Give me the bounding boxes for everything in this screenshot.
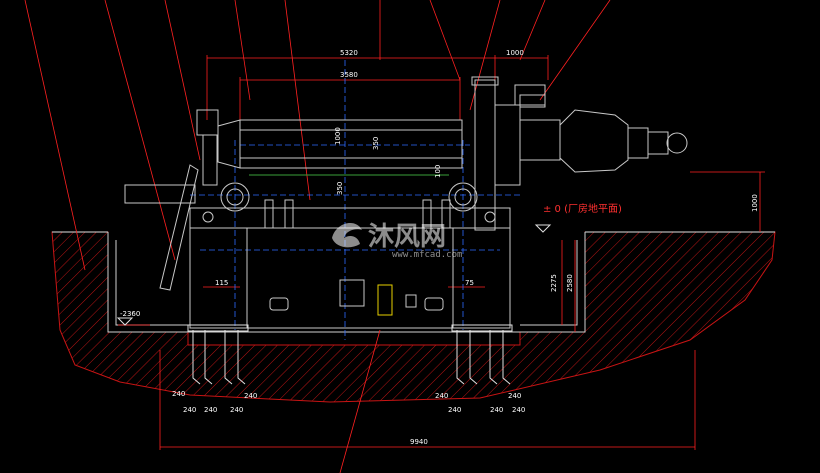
pit-outline bbox=[107, 232, 586, 333]
dim-bolt-r5: 240 bbox=[512, 406, 525, 414]
dim-bolt-l2: 240 bbox=[244, 392, 257, 400]
leader-lines bbox=[24, 0, 611, 473]
drive-motor bbox=[559, 109, 629, 173]
dim-pit-depth-2: 2580 bbox=[566, 274, 574, 292]
dim-bolt-l5: 240 bbox=[230, 406, 243, 414]
dim-roll-side: 100 bbox=[434, 165, 442, 178]
dim-pit-left-width: 115 bbox=[215, 279, 228, 287]
dim-top-right: 1000 bbox=[506, 49, 524, 57]
floor-level-note: ± 0 (厂房地平面) bbox=[543, 202, 622, 215]
dim-bolt-l3: 240 bbox=[183, 406, 196, 414]
watermark-url: www.mfcad.com bbox=[392, 250, 462, 260]
dim-bolt-r4: 240 bbox=[490, 406, 503, 414]
dimension-lines bbox=[118, 55, 765, 450]
dim-pit-level: -2360 bbox=[120, 310, 140, 318]
dim-bolt-r1: 240 bbox=[435, 392, 448, 400]
watermark: 沐风网 www.mfcad.com bbox=[332, 222, 462, 260]
dim-bolt-r3: 240 bbox=[448, 406, 461, 414]
watermark-title: 沐风网 bbox=[368, 222, 446, 252]
dim-pit-depth-1: 2275 bbox=[550, 274, 558, 292]
dim-bolt-l1: 240 bbox=[172, 390, 185, 398]
dim-top-inner: 3580 bbox=[340, 71, 358, 79]
right-lower-roll bbox=[448, 182, 478, 212]
machine-body bbox=[124, 76, 688, 329]
dim-bolt-r2: 240 bbox=[508, 392, 521, 400]
dim-height-above-floor: 1000 bbox=[751, 194, 759, 212]
dim-bottom-total: 9940 bbox=[410, 438, 428, 446]
dim-top-total: 5320 bbox=[340, 49, 358, 57]
pit-level-marker bbox=[116, 224, 552, 326]
left-lower-roll bbox=[220, 182, 250, 212]
dim-bolt-l4: 240 bbox=[204, 406, 217, 414]
anchor-bolts bbox=[187, 324, 513, 385]
watermark-logo-icon bbox=[332, 223, 362, 248]
foundation-hatch bbox=[51, 231, 776, 403]
upper-roll bbox=[239, 119, 463, 169]
dim-roll-center: 350 bbox=[372, 137, 380, 150]
dim-roll-dia-1: 1000 bbox=[334, 127, 342, 145]
dim-pit-right-width: 75 bbox=[465, 279, 474, 287]
dim-roll-dia-2: 350 bbox=[336, 182, 344, 195]
centerlines bbox=[190, 60, 520, 340]
